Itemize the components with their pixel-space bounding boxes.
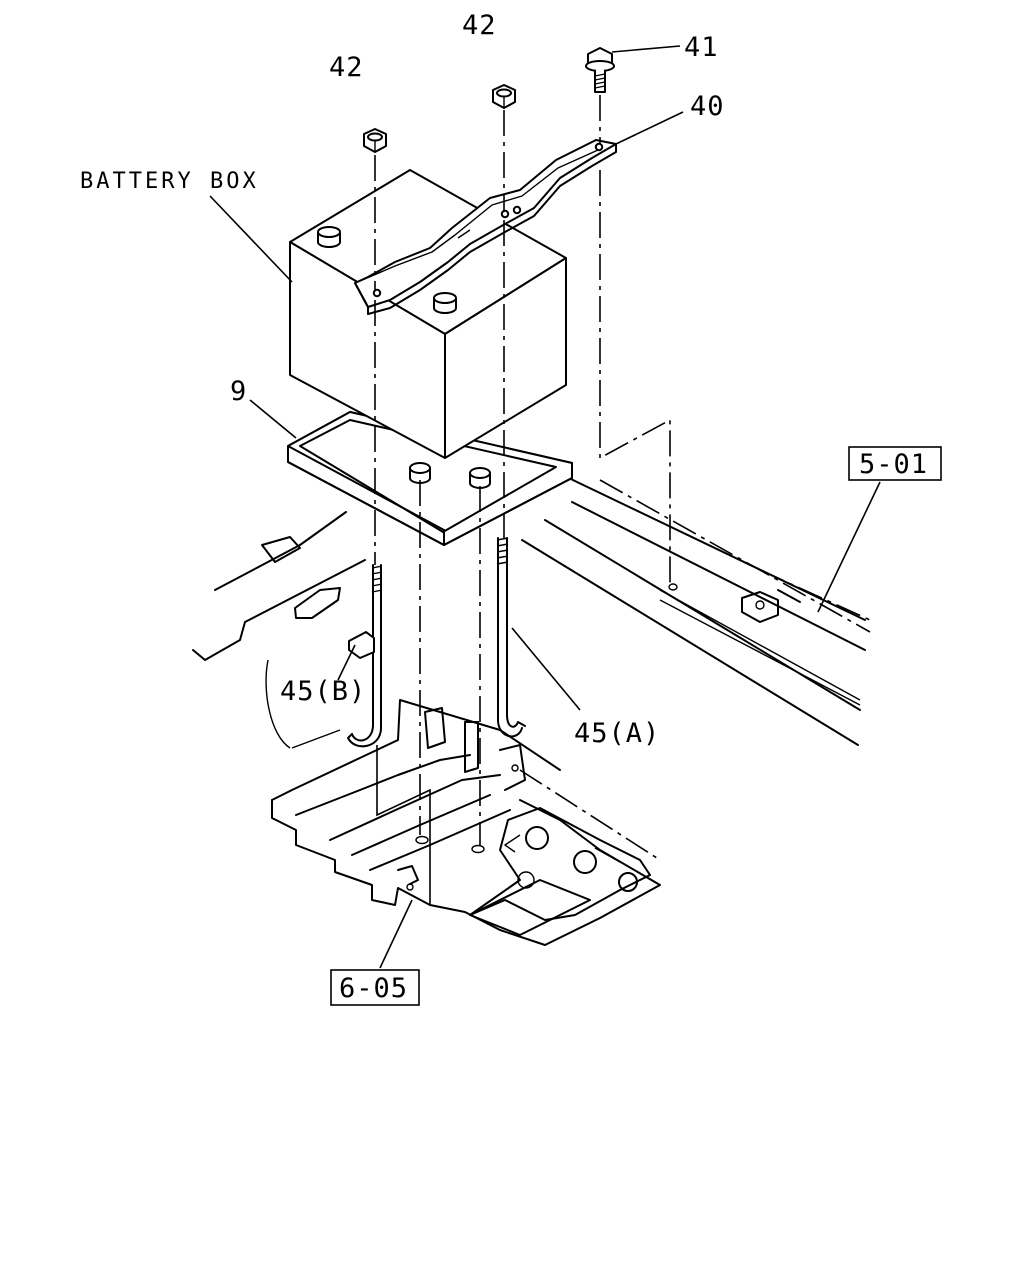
label-tray: 9 — [230, 376, 247, 407]
label-ref-frame: 5-01 — [859, 449, 928, 480]
reference-box-frame: 5-01 — [848, 446, 942, 481]
leader-lines — [209, 45, 881, 969]
label-nut-right: 42 — [462, 10, 497, 41]
label-battery-box: BATTERY BOX — [80, 169, 259, 194]
label-ref-floor: 6-05 — [339, 973, 408, 1004]
nut-right — [492, 84, 516, 109]
frame-rail — [521, 469, 871, 746]
label-clamp-bar: 40 — [690, 91, 725, 122]
clamp-bar — [354, 139, 617, 315]
j-bolt-45b — [347, 564, 383, 748]
label-bolt: 41 — [684, 32, 719, 63]
label-j-bolt-a: 45(A) — [574, 718, 660, 749]
flange-bolt — [585, 47, 615, 93]
label-nut-left: 42 — [329, 52, 364, 83]
alignment-lines — [374, 95, 678, 905]
battery-tray — [287, 411, 573, 546]
j-bolt-45a — [496, 537, 526, 772]
left-frame-member — [192, 511, 366, 749]
nut-left — [363, 128, 387, 153]
label-j-bolt-b: 45(B) — [280, 676, 366, 707]
reference-box-floor: 6-05 — [330, 969, 420, 1006]
